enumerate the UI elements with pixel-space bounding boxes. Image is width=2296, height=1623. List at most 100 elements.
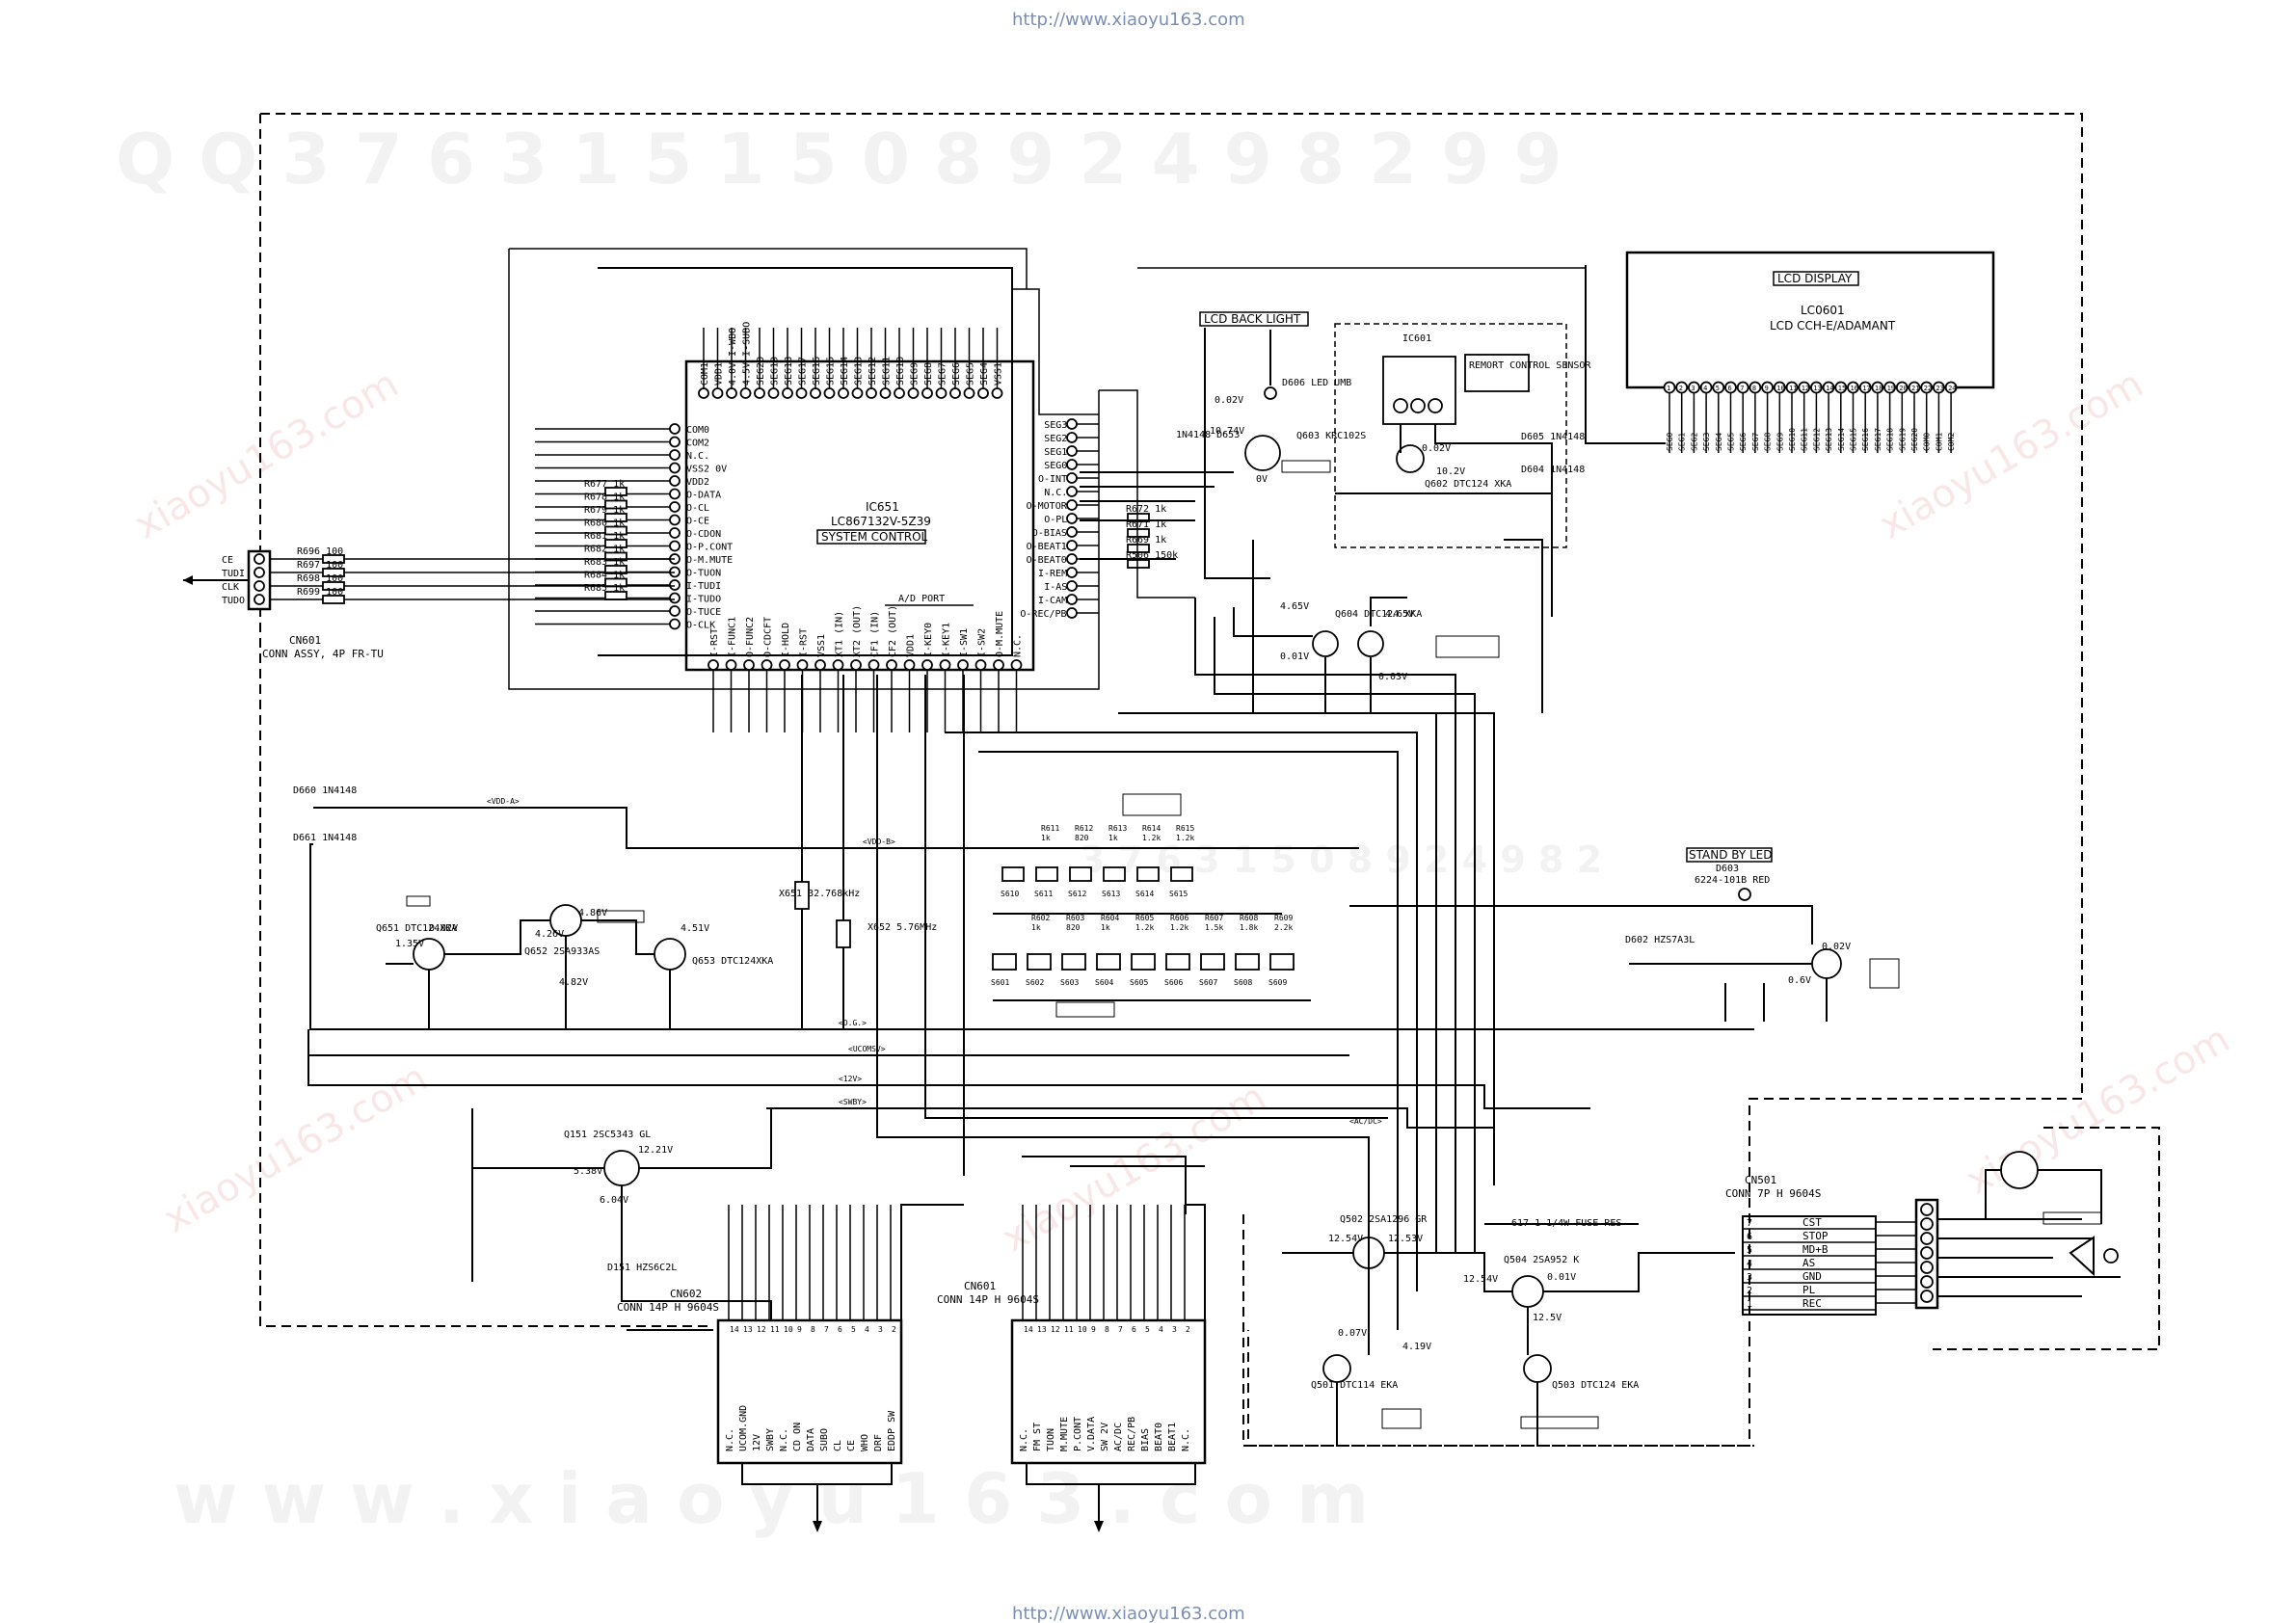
lcd-pin [1712,381,1725,394]
key-switch-label: S603 [1060,978,1079,987]
lcd-pin-number: 5 [1716,385,1720,392]
lcd-pin [1749,381,1762,394]
cn501-pin-signal: GND [1802,1270,1822,1283]
connector-pin-number: 7 [824,1325,829,1334]
resistor [604,565,627,574]
ic651-pin-bottom [707,659,719,671]
key-switch-label: S612 [1068,890,1086,898]
key-switch [1061,953,1086,971]
resistor-label: R679 1k [584,505,625,516]
lcd-pin-number: 17 [1862,385,1870,392]
header-url[interactable]: http://www.xiaoyu163.com [1012,10,1245,30]
ic651-pin-top-label: SEG17 [798,357,809,386]
ic651-pin-right-label: SEG3 [1044,420,1067,431]
connector-pin-label: SW 2V [1100,1423,1110,1451]
ic651-pin-bottom [779,659,790,671]
ic651-pin-bottom [939,659,951,671]
resistor [322,581,345,591]
ic651-pin-top [963,387,975,399]
standby-led-section: STAND BY LED D603 6224-101B RED D602 HZS… [1349,847,1900,1022]
v-4-51: 4.51V [681,923,709,934]
connector-pin-label: M.MUTE [1059,1417,1070,1451]
lcd-pin [1834,381,1848,394]
v-4-82: 4.82V [559,977,588,988]
v-4-65-b: 4.65V [1385,609,1414,620]
d603-label: D603 [1716,864,1739,874]
cn501-pin-signal: STOP [1802,1230,1829,1242]
ic651-pin-bottom [814,659,826,671]
lcd-pin [1883,381,1896,394]
cn501-pin-number: 2 [1747,1286,1752,1296]
d603-led [1738,888,1751,901]
motor-icon [2000,1151,2039,1189]
q653-label: Q653 DTC124XKA [692,956,773,967]
q603-label: Q603 KRC102S [1296,431,1366,441]
resistor-label: R678 1k [584,492,625,503]
ic651-pin-bottom [957,659,969,671]
ic651-pin-top-label: SEG9 [910,362,921,386]
ic651-pin-bottom [796,659,809,671]
lcd-pin-number: 4 [1703,385,1707,392]
ic651-pin-left-label: I-TUDI [686,581,721,592]
connector-pin-number: 7 [1118,1325,1123,1334]
cn501-pin-signal: MD+B [1802,1243,1829,1256]
ic651-pin-top [838,387,849,399]
lcd-pin-number: 21 [1911,385,1919,392]
cn602-ref: CN602 [670,1288,702,1300]
lcd-pin [1810,381,1823,394]
ic651-pin-bottom-label: I-KEY0 [923,623,934,657]
ic651-pin-left-label: COM2 [686,439,709,449]
ic651-pin-top-label: SEG7 [938,362,948,386]
connector-pin-number: 11 [770,1325,780,1334]
ic651-pin-right [1066,499,1078,511]
ic651-pin-bottom-label: I-RST [799,628,810,657]
key-switch [1096,953,1121,971]
ic651-pin-top [921,387,933,399]
ic651-pin-left-label: O-M.MUTE [686,555,733,566]
ic651-pin-top [795,387,808,399]
standby-led-label: STAND BY LED [1689,848,1772,862]
lcd-pin [1785,381,1799,394]
ic651-pin-bottom [1010,659,1023,671]
ic651-pin-right [1066,607,1078,619]
bus-label: <12V> [839,1075,862,1083]
footer-url[interactable]: http://www.xiaoyu163.com [1012,1604,1245,1623]
connector-pin-label: WHO [860,1434,870,1451]
ic651-pin-top-label: SEG8 [923,362,934,386]
resistor-value: 2.2k [1274,923,1293,932]
resistor-value: 1.2k [1142,834,1161,842]
ic651-pin-left-label: O-CE [686,517,709,527]
ic651-pin-right-label: N.C. [1044,488,1067,498]
v-0-02-q651: 0.02V [429,923,458,934]
resistor-label: R681 1k [584,531,625,542]
ic651-body [684,359,1035,672]
cn501-ref: CN501 [1745,1174,1776,1186]
resistor-label: R697 100 [297,560,343,571]
ic651-pin-right [1066,486,1078,497]
resistor-label: R680 1k [584,519,625,529]
motor-driver-section: Q502 2SA1296 GR Q504 2SA952 K Q501 DTC11… [1242,1214,1754,1447]
cn501-pin-signal: AS [1802,1257,1815,1269]
lcd-pin [1871,381,1884,394]
ic651-pin-top [907,387,920,399]
resistor-label: R696 100 [297,546,343,557]
ic651-pin-bottom-label: VDD1 [906,634,917,657]
head-icon [2069,1236,2095,1277]
q651-label: Q651 DTC124XKA [376,923,457,934]
cn501-pin-number: 4 [1747,1259,1752,1269]
bus-label: <VDD-B> [863,838,895,846]
ic651-pin-left [669,592,681,604]
resistor-value: 1k [1108,834,1118,842]
connector-pin-label: BEAT1 [1167,1423,1178,1451]
d602-label: D602 HZS7A3L [1625,935,1695,945]
ic651-pin-bottom-label: CF2 (OUT) [888,605,898,657]
key-switch-label: S605 [1130,978,1148,987]
watermark-top: Q Q 3 7 6 3 1 5 1 5 0 8 9 2 4 9 8 2 9 9 [116,119,1562,200]
connector-pin-number: 3 [1172,1325,1177,1334]
connector-pin-label: V.DATA [1086,1417,1097,1451]
ic651-pin-right [1066,567,1078,578]
ic651-pin-left-label: I-TUDO [686,595,721,605]
